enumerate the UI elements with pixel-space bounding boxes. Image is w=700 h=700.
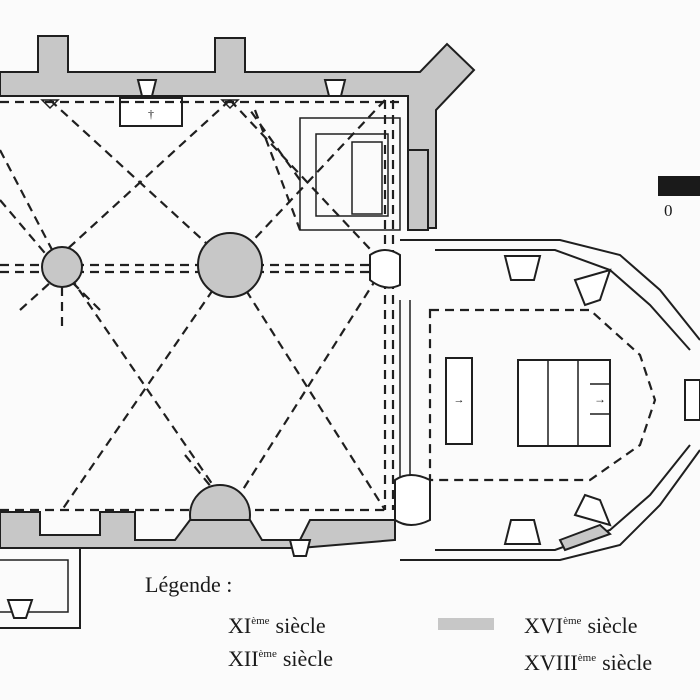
south-porch — [0, 547, 81, 629]
north-pier-ring — [40, 99, 240, 110]
north-wall — [0, 35, 476, 229]
svg-text:→: → — [594, 392, 606, 406]
south-window — [288, 539, 312, 557]
legend-xvi-swatch — [438, 618, 494, 630]
north-chapel — [299, 117, 401, 231]
south-buttress — [6, 599, 34, 619]
nave-altar-cross: † — [148, 107, 154, 121]
south-porch-inner — [0, 559, 69, 613]
choir-arch — [369, 249, 401, 289]
nave-vault-ribs — [0, 99, 400, 512]
choir: → → — [369, 239, 700, 561]
pier-small — [41, 246, 83, 288]
north-chapel-wall-strip — [407, 149, 429, 231]
pier-large — [197, 232, 263, 298]
north-buttress-2 — [323, 79, 347, 97]
scale-zero-label: 0 — [664, 201, 673, 220]
high-altar — [517, 359, 611, 447]
scale-bar — [658, 176, 700, 196]
legend-title: Légende : — [145, 572, 232, 597]
north-buttress-1 — [136, 79, 158, 97]
north-chapel-altar — [351, 141, 383, 215]
choir-tomb — [445, 357, 473, 445]
svg-text:→: → — [454, 394, 465, 406]
